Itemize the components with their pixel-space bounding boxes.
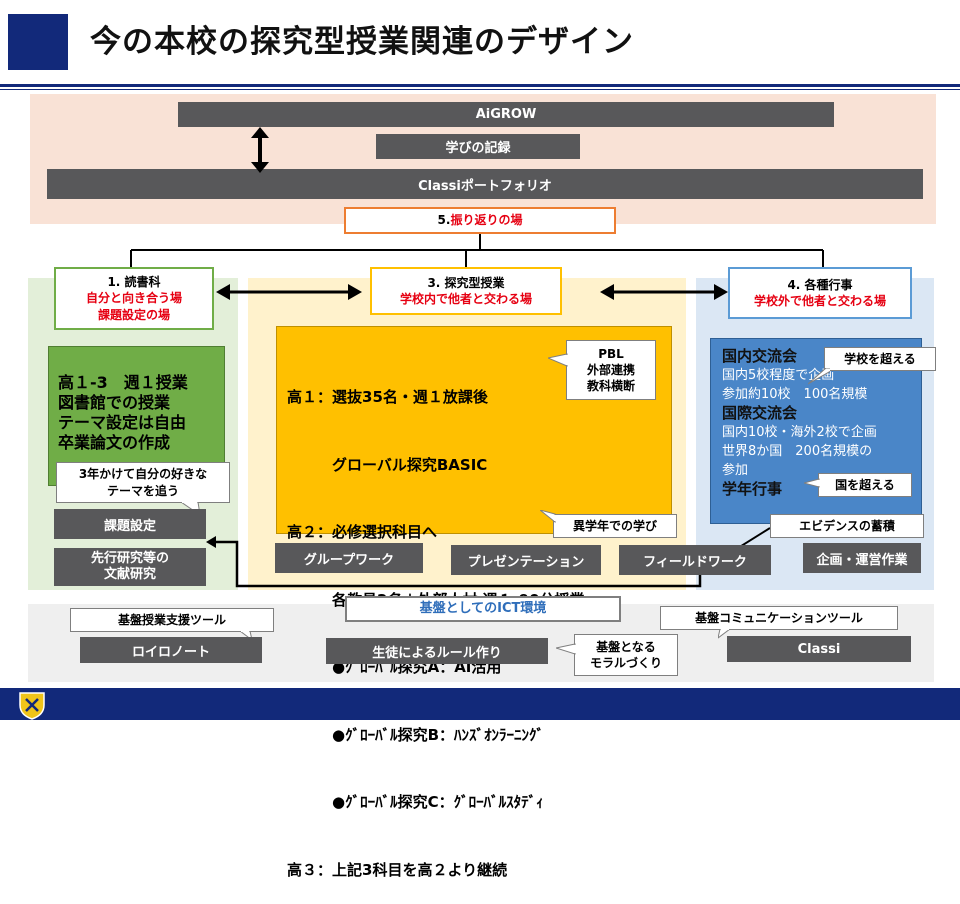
tankyu-line-3: 高２：必修選択科目へ bbox=[287, 523, 438, 541]
senko-line1: 先行研究等の bbox=[90, 551, 169, 566]
field-work-button[interactable]: フィールドワーク bbox=[619, 545, 771, 575]
senko-line2: 文献研究 bbox=[103, 567, 156, 582]
dokusho-sub2: 課題設定の場 bbox=[97, 307, 170, 322]
furikaeri-box: 5. 振り返りの場 bbox=[344, 207, 616, 234]
pbl-callout-tail bbox=[548, 353, 568, 367]
tankyu-title: 3. 探究型授業 bbox=[427, 275, 505, 290]
rule-button[interactable]: 生徒によるルール作り bbox=[326, 638, 548, 664]
school-crest-icon bbox=[19, 692, 45, 720]
aigrow-bar: AiGROW bbox=[178, 102, 834, 127]
evidence-callout: エビデンスの蓄積 bbox=[770, 514, 924, 538]
dokusho-line-4: 卒業論文の作成 bbox=[58, 433, 171, 452]
header-square bbox=[8, 14, 68, 70]
country-callout-tail bbox=[804, 478, 820, 488]
dokusho-title: 1. 読書科 bbox=[107, 275, 161, 290]
moral-callout-tail bbox=[556, 643, 576, 655]
kokusai-line2: 世界8か国 200名規模の bbox=[722, 444, 873, 459]
dokusho-callout-line2: テーマを追う bbox=[106, 483, 179, 498]
tankyu-box: 3. 探究型授業 学校内で他者と交わる場 bbox=[370, 267, 562, 315]
furikaeri-label: 振り返りの場 bbox=[450, 213, 523, 228]
kokunai-line2: 参加約10校 100名規模 bbox=[722, 387, 868, 402]
header-rule-thin bbox=[0, 89, 960, 90]
manabi-bar: 学びの記録 bbox=[376, 134, 580, 159]
ict-box: 基盤としてのICT環境 bbox=[345, 596, 621, 622]
kokunai-line1: 国内5校程度で企画 bbox=[722, 368, 835, 383]
kokusai-line1: 国内10校・海外2校で企画 bbox=[722, 425, 877, 440]
pbl-callout: PBL 外部連携 教科横断 bbox=[566, 340, 656, 400]
furikaeri-num: 5. bbox=[437, 213, 451, 228]
gyoji-box: 4. 各種行事 学校外で他者と交わる場 bbox=[728, 267, 912, 319]
dokusho-callout-line1: 3年かけて自分の好きな bbox=[78, 467, 208, 482]
dokusho-sub1: 自分と向き合う場 bbox=[85, 291, 182, 306]
pbl-line2: 外部連携 bbox=[586, 362, 635, 377]
country-callout: 国を超える bbox=[818, 473, 912, 497]
tankyu-line-8: 高３：上記3科目を高２より継続 bbox=[287, 860, 508, 879]
pbl-line3: 教科横断 bbox=[586, 379, 635, 394]
dokusho-line-3: テーマ設定は自由 bbox=[58, 413, 187, 432]
dokusho-box: 1. 読書科 自分と向き合う場 課題設定の場 bbox=[54, 267, 214, 330]
page-title: 今の本校の探究型授業関連のデザイン bbox=[90, 24, 634, 60]
igakunen-callout-tail bbox=[540, 510, 556, 524]
gyoji-title: 4. 各種行事 bbox=[787, 277, 853, 292]
kikaku-unei-button[interactable]: 企画・運営作業 bbox=[803, 543, 921, 573]
gyoji-sub: 学校外で他者と交わる場 bbox=[753, 294, 886, 308]
presentation-button[interactable]: プレゼンテーション bbox=[451, 545, 601, 575]
connector-lines bbox=[130, 234, 824, 588]
classi-button[interactable]: Classi bbox=[727, 636, 911, 662]
tankyu-line-6: ●ｸﾞﾛｰﾊﾞﾙ探究B：ﾊﾝｽﾞｵﾝﾗｰﾆﾝｸﾞ bbox=[287, 725, 545, 744]
kokusai-heading: 国際交流会 bbox=[722, 404, 798, 422]
moral-line1: 基盤となる bbox=[596, 639, 656, 654]
igakunen-callout: 異学年での学び bbox=[553, 514, 677, 538]
dokusho-callout: 3年かけて自分の好きな テーマを追う bbox=[56, 462, 230, 503]
gakunen-gyoji-heading: 学年行事 bbox=[722, 480, 783, 498]
group-work-button[interactable]: グループワーク bbox=[275, 543, 423, 573]
school-callout-tail bbox=[808, 368, 830, 385]
tankyu-sub: 学校内で他者と交わる場 bbox=[399, 292, 532, 306]
classi-portfolio-bar: Classiポートフォリオ bbox=[47, 169, 923, 199]
moral-line2: モラルづくり bbox=[589, 656, 662, 670]
tool2-callout-tail bbox=[718, 629, 731, 639]
tool2-callout: 基盤コミュニケーションツール bbox=[660, 606, 898, 630]
moral-callout: 基盤となる モラルづくり bbox=[574, 634, 678, 676]
kokunai-heading: 国内交流会 bbox=[722, 347, 798, 365]
loilo-button[interactable]: ロイロノート bbox=[80, 637, 262, 663]
school-callout: 学校を超える bbox=[824, 347, 936, 371]
dokusho-line-1: 高１-3 週１授業 bbox=[58, 373, 188, 392]
tankyu-line-7: ●ｸﾞﾛｰﾊﾞﾙ探究C：ｸﾞﾛｰﾊﾞﾙｽﾀﾃﾞｨ bbox=[287, 793, 544, 811]
kokusai-line3: 参加 bbox=[722, 463, 749, 478]
tankyu-line-1: 高１：選抜35名・週１放課後 bbox=[287, 388, 488, 406]
kadai-settei-button[interactable]: 課題設定 bbox=[54, 509, 206, 539]
tankyu-line-2: グローバル探究BASIC bbox=[287, 455, 488, 474]
dokusho-line-2: 図書館での授業 bbox=[58, 393, 171, 412]
double-arrow-vertical bbox=[251, 127, 269, 173]
senko-kenkyu-button[interactable]: 先行研究等の 文献研究 bbox=[54, 548, 206, 586]
header-rule bbox=[0, 84, 960, 87]
footer-bar bbox=[0, 688, 960, 720]
pbl-line1: PBL bbox=[598, 346, 624, 361]
tool1-callout: 基盤授業支援ツール bbox=[70, 608, 274, 632]
